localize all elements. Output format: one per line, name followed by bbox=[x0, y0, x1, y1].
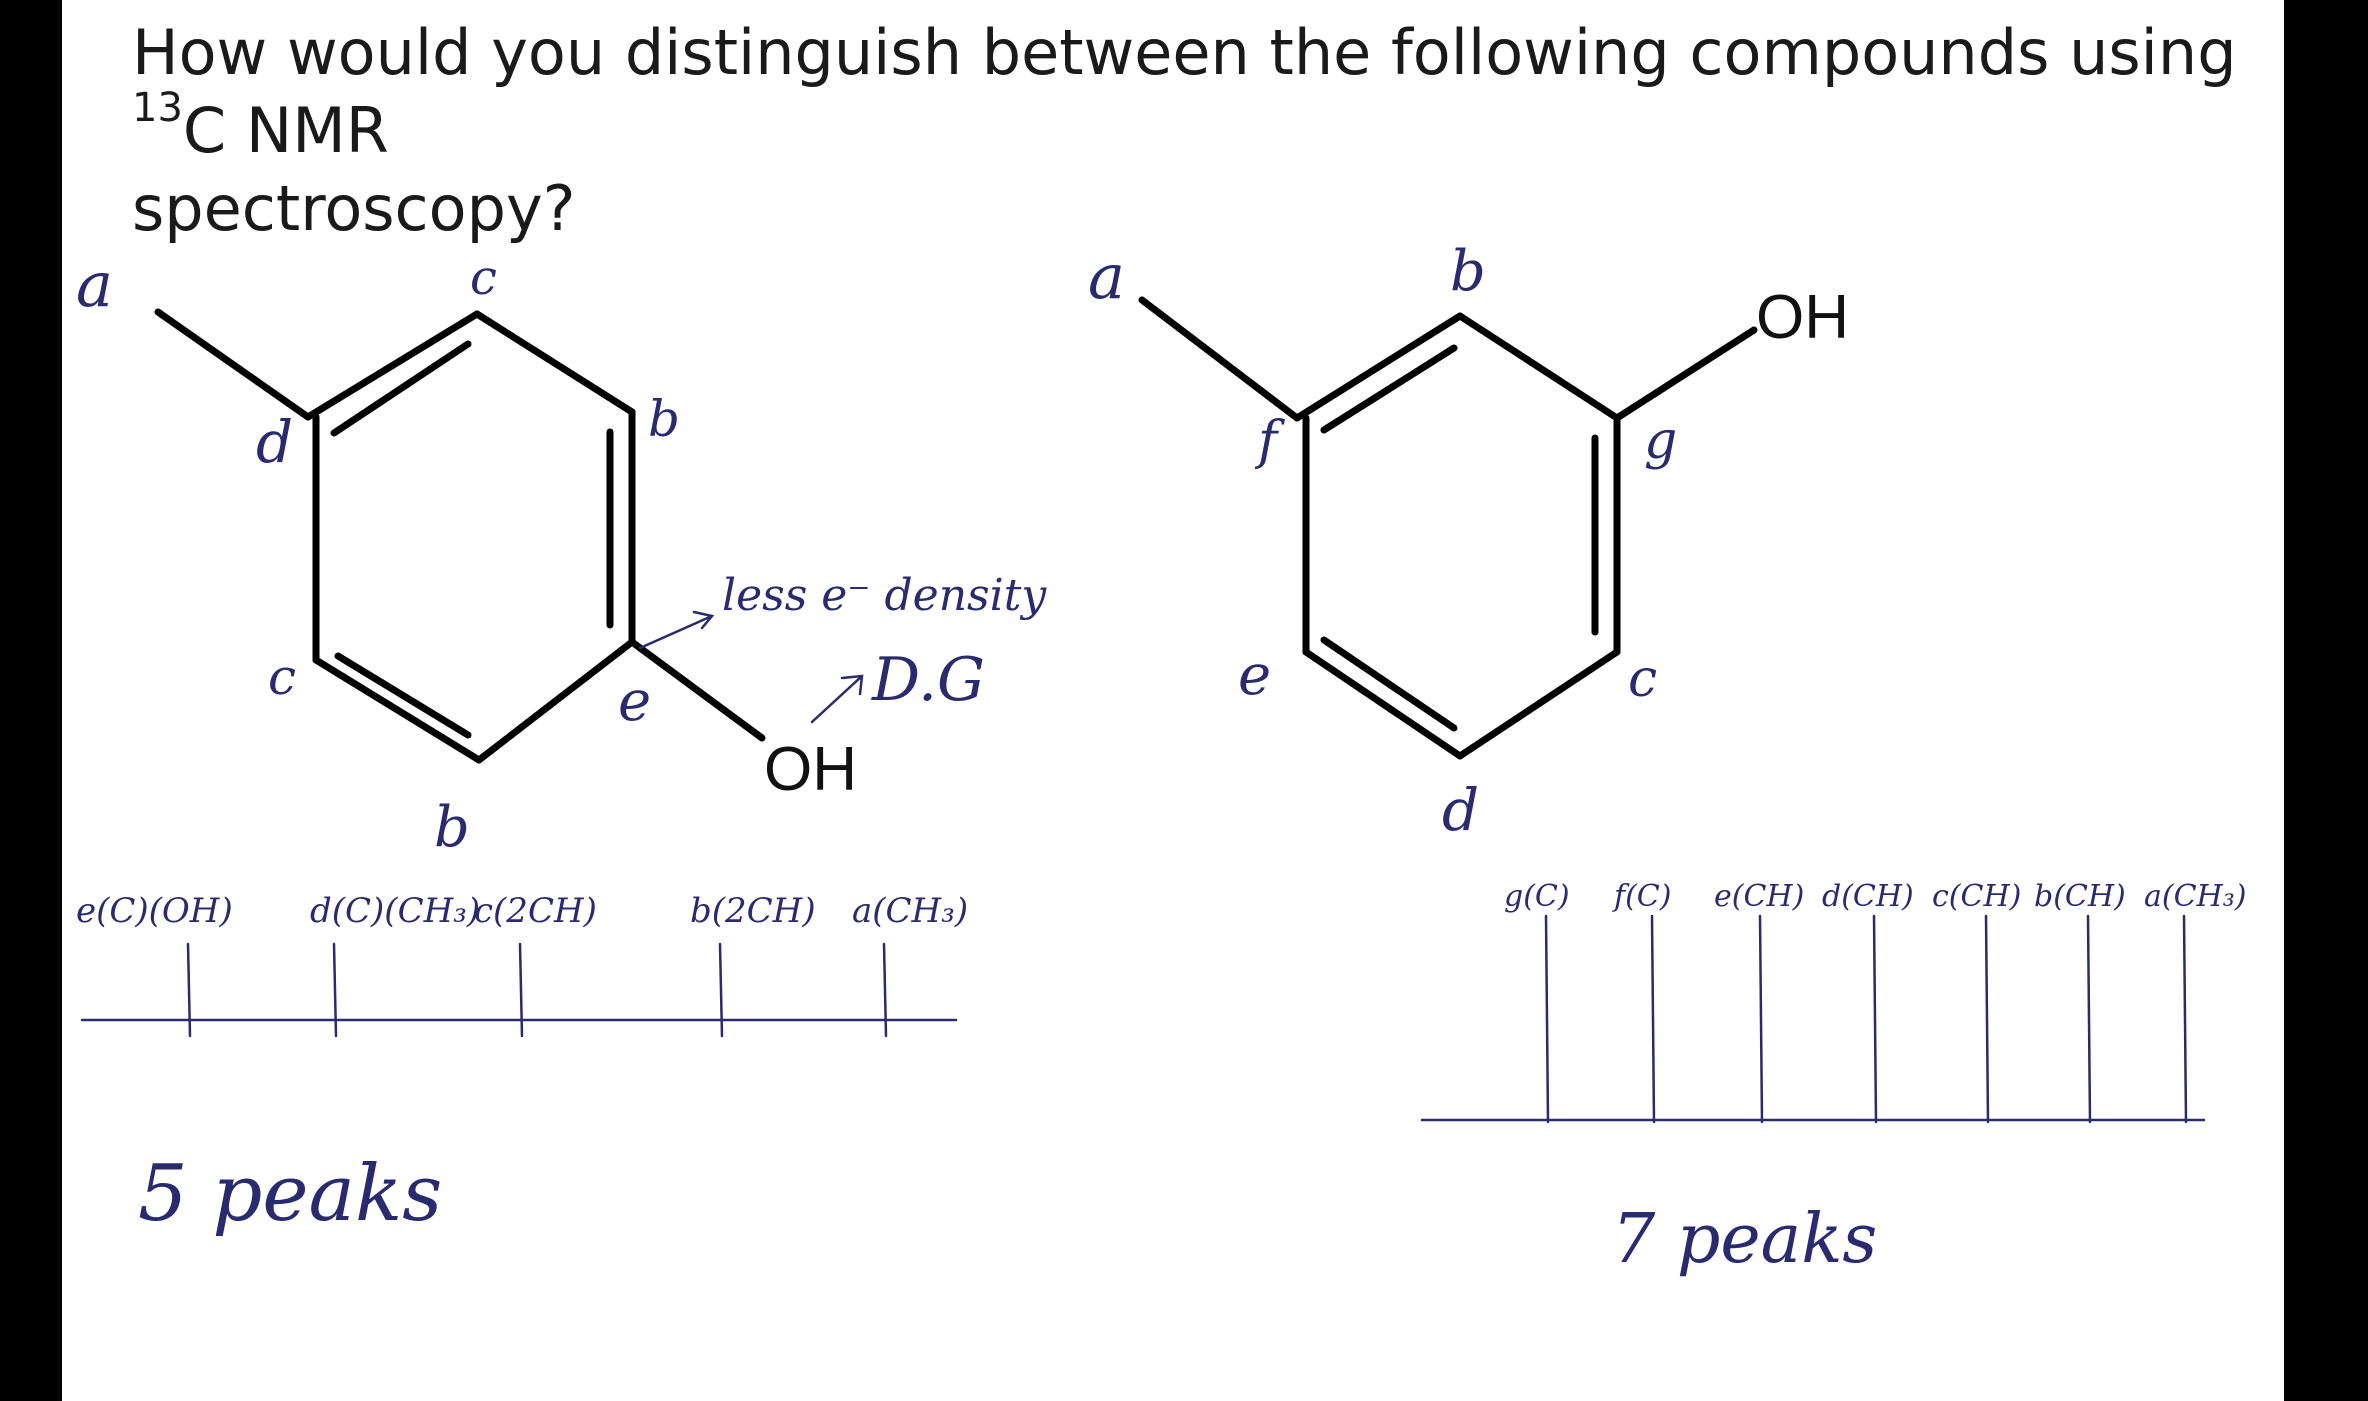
spectrum-peak-line bbox=[1758, 914, 1764, 1124]
ring-bond bbox=[1456, 648, 1621, 760]
isotope-superscript: 13 bbox=[132, 85, 183, 131]
spectrum-peak-line bbox=[718, 942, 724, 1038]
spectrum-peak-line bbox=[518, 942, 524, 1038]
spectrum-peak-line bbox=[332, 942, 338, 1038]
compound1-spectrum: e(C)(OH) d(C)(CH₃)c(2CH) b(2CH) a(CH₃) 5 pe… bbox=[76, 891, 968, 1239]
carbon-label: b bbox=[1450, 239, 1486, 304]
ring-bond bbox=[473, 310, 636, 416]
annotation-arrow bbox=[638, 610, 715, 650]
ring-bond bbox=[304, 310, 481, 421]
spectrum-peak-line bbox=[1984, 914, 1990, 1124]
hydroxyl-label: OH bbox=[1756, 283, 1849, 352]
spectrum-peak-line bbox=[1872, 914, 1878, 1124]
peak-count-summary: 5 peaks bbox=[138, 1149, 442, 1239]
spectrum-peak-line bbox=[186, 942, 192, 1038]
carbon-label: g bbox=[1644, 411, 1677, 471]
peak-label: b(2CH) bbox=[690, 891, 816, 931]
spectrum-peak-line bbox=[2086, 914, 2092, 1124]
carbon-label: a bbox=[1088, 240, 1125, 313]
question-line2: spectroscopy? bbox=[132, 172, 576, 245]
carbon-label: c bbox=[470, 250, 497, 306]
ring-bond bbox=[1456, 312, 1621, 422]
peak-label: a(CH₃) bbox=[852, 891, 968, 931]
methyl-bond bbox=[1138, 296, 1301, 422]
ring-bond bbox=[1293, 312, 1464, 422]
compound2-spectrum: g(C) f(C) e(CH) d(CH) c(CH) b(CH) a(CH₃) 7 pea… bbox=[1420, 879, 2246, 1279]
spectrum-peak-line bbox=[2182, 914, 2188, 1124]
peak-label: a(CH₃) bbox=[2144, 879, 2246, 914]
electron-density-note: less e⁻ density bbox=[722, 570, 1047, 621]
methyl-bond bbox=[154, 308, 312, 421]
peak-label: b(CH) bbox=[2034, 879, 2126, 914]
spectrum-peak-line bbox=[1544, 914, 1550, 1124]
peak-label: g(C) bbox=[1504, 879, 1570, 914]
peak-label: e(CH) bbox=[1714, 879, 1804, 914]
c-o-bond bbox=[628, 638, 766, 742]
carbon-label: e bbox=[1238, 643, 1271, 708]
spectrum-peak-line bbox=[882, 942, 888, 1038]
double-bond-inner bbox=[1320, 344, 1458, 434]
spectrum-peak-line bbox=[1650, 914, 1656, 1124]
peak-label: c(CH) bbox=[1932, 879, 2021, 914]
question-text: How would you distinguish between the fo… bbox=[132, 14, 2252, 248]
double-bond-inner bbox=[330, 340, 472, 437]
donating-group-note: D.G bbox=[871, 645, 985, 715]
carbon-label: b bbox=[434, 795, 470, 860]
carbon-label: d bbox=[1442, 776, 1479, 844]
compound2-carbon-labels: a b f g e c d bbox=[1088, 239, 1677, 844]
carbon-label: c bbox=[268, 648, 296, 706]
carbon-label: a bbox=[76, 248, 113, 321]
peak-count-summary: 7 peaks bbox=[1612, 1200, 1877, 1279]
peak-label: d(C)(CH₃) bbox=[310, 891, 480, 931]
compound1-structure: OH bbox=[154, 308, 857, 804]
compound1-carbon-labels: a c b d c b e bbox=[76, 248, 680, 860]
question-text-start: How would you distinguish between the fo… bbox=[132, 16, 2237, 89]
peak-label: f(C) bbox=[1612, 879, 1671, 914]
ring-bond bbox=[312, 656, 483, 764]
carbon-label: f bbox=[1254, 411, 1285, 471]
ring-bond bbox=[475, 638, 636, 764]
peak-label: e(C)(OH) bbox=[76, 891, 233, 931]
peak-label: c(2CH) bbox=[474, 891, 597, 931]
annotation-arrow bbox=[810, 674, 864, 724]
peak-label: d(CH) bbox=[1822, 879, 1914, 914]
compound1-annotations: less e⁻ density D.G bbox=[638, 570, 1047, 724]
hydroxyl-label: OH bbox=[764, 735, 857, 804]
c-o-bond bbox=[1613, 326, 1758, 422]
carbon-label: b bbox=[648, 390, 680, 448]
compound2-structure: OH bbox=[1138, 283, 1849, 760]
carbon-label: d bbox=[256, 408, 293, 476]
whiteboard: How would you distinguish between the fo… bbox=[62, 0, 2284, 1401]
ring-bond bbox=[1302, 648, 1464, 760]
double-bond-inner bbox=[334, 652, 472, 739]
question-text-end: C NMR bbox=[182, 94, 389, 167]
carbon-label: c bbox=[1628, 649, 1657, 709]
carbon-label: e bbox=[618, 669, 651, 734]
drawing-canvas: OH a c b d c b e less e⁻ density D.G e(C… bbox=[76, 239, 2246, 1279]
double-bond-inner bbox=[1320, 636, 1458, 732]
